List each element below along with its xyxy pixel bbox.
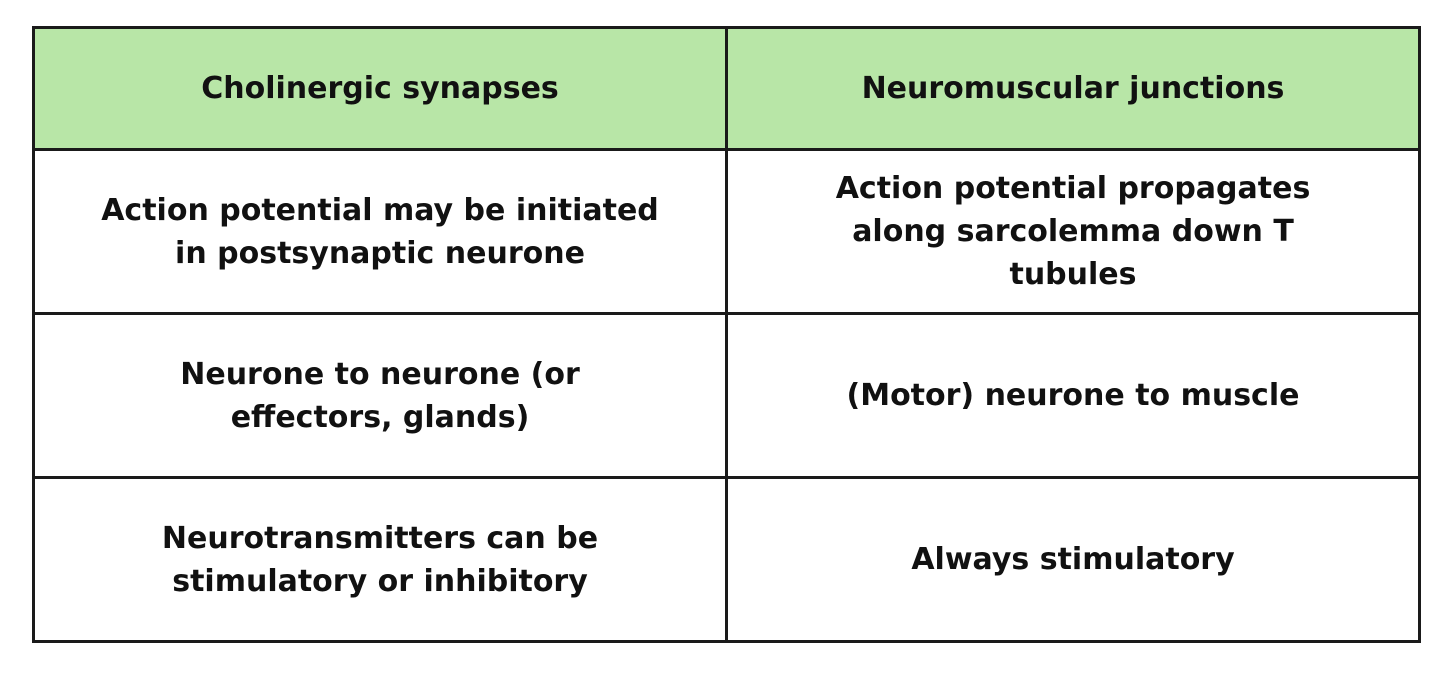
table-cell: (Motor) neurone to muscle [725, 312, 1421, 479]
table-header: Cholinergic synapses Neuromuscular junct… [32, 26, 1421, 151]
comparison-table: Cholinergic synapses Neuromuscular junct… [32, 26, 1421, 643]
table-cell: Neurotransmitters can be stimulatory or … [32, 476, 728, 643]
header-cholinergic-synapses: Cholinergic synapses [32, 26, 728, 151]
table-body: Action potential may be initiated in pos… [32, 148, 1421, 643]
table-row: Neurotransmitters can be stimulatory or … [32, 476, 1421, 643]
table-cell: Neurone to neurone (or effectors, glands… [32, 312, 728, 479]
table-cell: Action potential propagates along sarcol… [725, 148, 1421, 315]
table-row: Action potential may be initiated in pos… [32, 148, 1421, 315]
header-neuromuscular-junctions: Neuromuscular junctions [725, 26, 1421, 151]
table-cell: Always stimulatory [725, 476, 1421, 643]
header-row: Cholinergic synapses Neuromuscular junct… [32, 26, 1421, 151]
table-row: Neurone to neurone (or effectors, glands… [32, 312, 1421, 479]
table-cell: Action potential may be initiated in pos… [32, 148, 728, 315]
